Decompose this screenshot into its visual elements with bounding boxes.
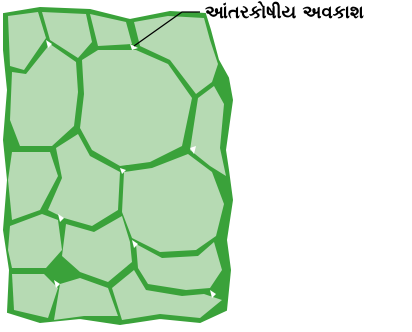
intercellular-space-label: આંતરકોષીય અવકાશ <box>205 2 364 23</box>
